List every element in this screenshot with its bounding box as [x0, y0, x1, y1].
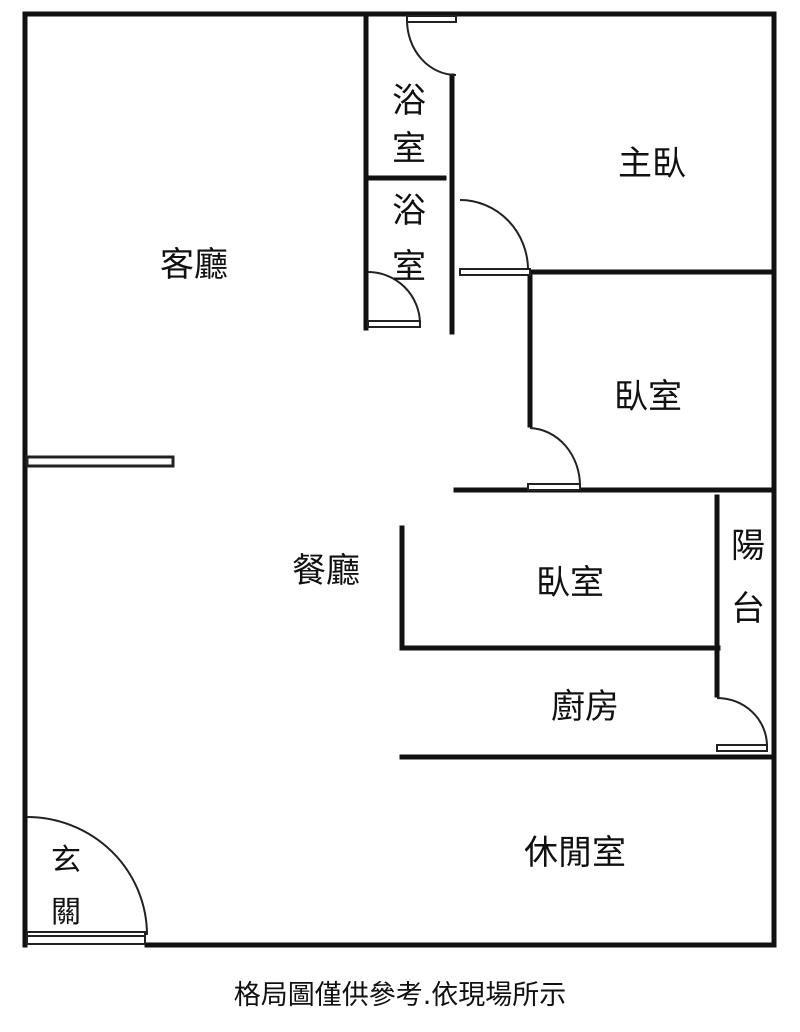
label-char: 台 — [731, 589, 765, 629]
label-bath1: 浴 室 — [392, 81, 426, 169]
door-master-bedroom[interactable] — [459, 199, 531, 276]
caption: 格局圖僅供參考.依現場所示 — [234, 980, 567, 1011]
label-bath2: 浴 室 — [392, 191, 426, 287]
label-char: 浴 — [392, 81, 426, 121]
label-living-room: 客廳 — [160, 245, 228, 285]
label-entrance: 玄 關 — [51, 843, 81, 930]
label-kitchen: 廚房 — [551, 687, 619, 727]
label-dining-room: 餐廳 — [292, 551, 360, 591]
label-lounge: 休閒室 — [524, 833, 626, 873]
label-char: 陽 — [731, 526, 765, 566]
label-balcony: 陽 台 — [731, 526, 765, 629]
label-char: 室 — [392, 247, 426, 287]
door-bath1[interactable] — [406, 15, 457, 76]
living-room-partition — [25, 455, 175, 468]
bedroom-walls — [399, 269, 777, 760]
bathroom-walls — [363, 11, 455, 335]
label-master-bedroom: 主臥 — [618, 144, 686, 184]
outer-walls — [22, 11, 777, 948]
label-bedroom1: 臥室 — [614, 377, 682, 417]
door-bedroom1[interactable] — [527, 427, 581, 491]
door-bath2[interactable] — [367, 271, 421, 328]
label-char: 浴 — [392, 191, 426, 231]
label-char: 室 — [392, 129, 426, 169]
label-bedroom2: 臥室 — [536, 563, 604, 603]
label-char: 關 — [51, 895, 81, 930]
door-entrance[interactable] — [26, 816, 148, 945]
label-char: 玄 — [51, 843, 81, 878]
door-kitchen-balcony[interactable] — [716, 697, 768, 752]
